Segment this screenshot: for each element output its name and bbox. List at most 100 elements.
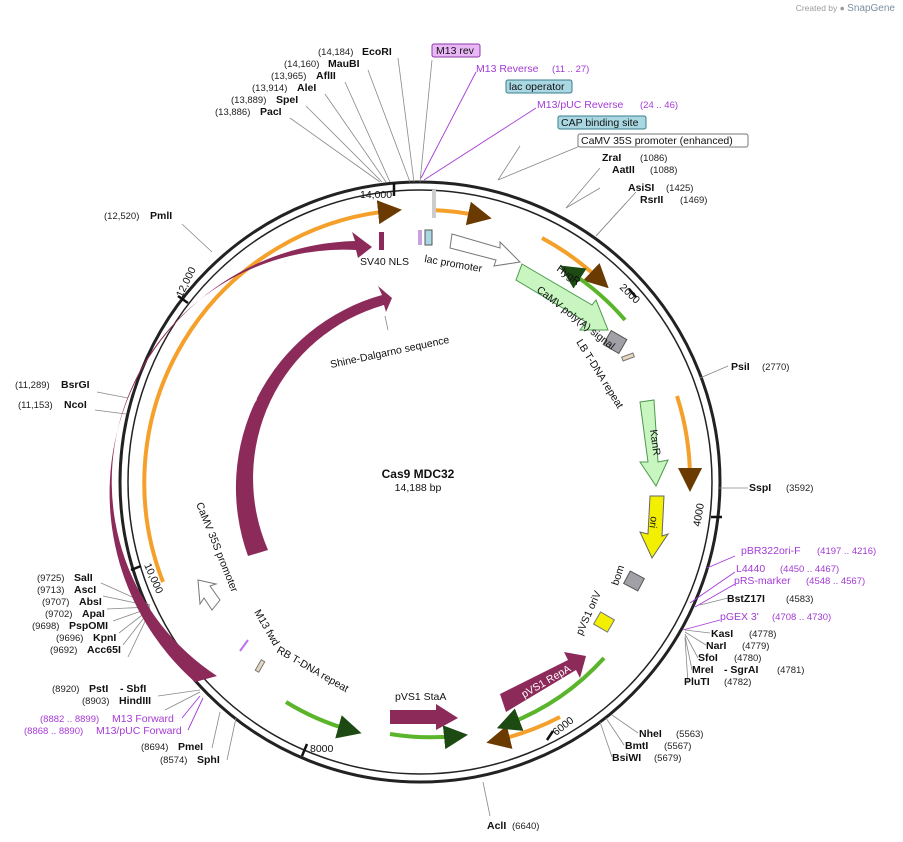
boxed-label-m13-rev[interactable]: M13 rev: [431, 43, 481, 58]
cas9-inner-arrow[interactable]: [235, 286, 392, 556]
site-position: (13,889): [231, 95, 266, 106]
site-label-acli[interactable]: AclI: [487, 820, 506, 832]
site-position: (8920): [52, 684, 79, 695]
site-label-bstz17i[interactable]: BstZ17I: [727, 593, 765, 605]
site-label-psii[interactable]: PsiI: [731, 361, 750, 373]
orf-arcs-green: [284, 265, 627, 750]
primer-leader-lines: [181, 71, 736, 731]
site-label-kpni[interactable]: KpnI: [93, 632, 116, 644]
primer-label[interactable]: L4440: [736, 563, 765, 575]
site-position: (13,886): [215, 107, 250, 118]
primer-range: (4197 .. 4216): [817, 546, 876, 557]
site-label-bmti[interactable]: BmtI: [625, 740, 648, 752]
site-label-sfoi[interactable]: SfoI: [698, 652, 718, 664]
boxed-label-cap-binding-site[interactable]: CAP binding site: [557, 115, 647, 130]
site-position: (5567): [664, 741, 691, 752]
primer-label[interactable]: M13/pUC Reverse: [537, 99, 624, 111]
pvs1-oriv-block: [592, 611, 616, 633]
site-label-ecori[interactable]: EcoRI: [362, 46, 392, 58]
site-label-hindiii[interactable]: HindIII: [119, 695, 151, 707]
site-label-asisi[interactable]: AsiSI: [628, 182, 654, 194]
feature-label-kanr: KanR: [647, 429, 663, 457]
watermark-brand: SnapGene: [847, 3, 895, 14]
site-label-aatii[interactable]: AatII: [612, 164, 635, 176]
primer-label[interactable]: M13 Reverse: [476, 63, 539, 75]
pvs1-staa-arrow[interactable]: [390, 704, 458, 730]
site-label-apai[interactable]: ApaI: [82, 608, 105, 620]
site-label-paci[interactable]: PacI: [260, 106, 282, 118]
site-position: (5679): [654, 753, 681, 764]
site-position: (13,914): [252, 83, 287, 94]
site-label-bsrgi[interactable]: BsrGI: [61, 379, 90, 391]
site-position: (9692): [50, 645, 77, 656]
lac-operator-block: [424, 229, 433, 246]
feature-label-lac-promoter: lac promoter: [423, 253, 483, 275]
site-label-acc65i[interactable]: Acc65I: [87, 644, 121, 656]
svg-text:CaMV 35S promoter (enhanced): CaMV 35S promoter (enhanced): [581, 135, 733, 147]
site-position: (3592): [786, 483, 813, 494]
primer-label[interactable]: pGEX 3': [720, 611, 759, 623]
primer-range: (4708 .. 4730): [772, 612, 831, 623]
hygr-arrow[interactable]: [515, 263, 609, 331]
site-label-zrai[interactable]: ZraI: [602, 152, 621, 164]
pvs1-repa-arrow[interactable]: [500, 652, 586, 712]
feature-label-rb-tdna: RB T-DNA repeat: [275, 644, 351, 695]
kanr-arrow[interactable]: [639, 399, 669, 488]
site-label-absi[interactable]: AbsI: [79, 596, 102, 608]
primer-range: (11 .. 27): [552, 64, 589, 75]
site-label-psti[interactable]: PstI: [89, 683, 108, 695]
snapgene-logo-icon: ●: [839, 3, 845, 13]
site-label-maubi[interactable]: MauBI: [328, 58, 360, 70]
site-position: (13,965): [271, 71, 306, 82]
site-label-sgrai[interactable]: - SgrAI: [724, 664, 759, 676]
plasmid-title: Cas9 MDC32: [382, 467, 455, 481]
site-label-pmli[interactable]: PmlI: [150, 210, 172, 222]
boxed-label-lac-operator[interactable]: lac operator: [505, 79, 573, 94]
primer-label[interactable]: pRS-marker: [734, 575, 791, 587]
site-label-nhei[interactable]: NheI: [639, 728, 662, 740]
lac-promoter-arrow[interactable]: [449, 233, 522, 267]
tick-label: 14,000: [360, 189, 392, 201]
site-label-pluti[interactable]: PluTI: [684, 676, 710, 688]
site-label-asci[interactable]: AscI: [74, 584, 96, 596]
lb-tdna-block: [621, 352, 635, 362]
site-position: (14,184): [318, 47, 353, 58]
primer-range: (24 .. 46): [640, 100, 678, 111]
m13-rev-block: [418, 230, 422, 245]
watermark-prefix: Created by: [795, 3, 838, 13]
site-label-sbfi[interactable]: - SbfI: [120, 683, 146, 695]
site-label-nari[interactable]: NarI: [706, 640, 727, 652]
backbone-inner-ring: [127, 189, 713, 775]
site-label-sphi[interactable]: SphI: [197, 754, 220, 766]
feature-label-sv40-nls: SV40 NLS: [360, 256, 409, 268]
primer-range: (8882 .. 8899): [40, 714, 99, 725]
site-label-ncoi[interactable]: NcoI: [64, 399, 87, 411]
site-position: (9696): [56, 633, 83, 644]
ori-arrow[interactable]: [639, 495, 670, 560]
site-label-kasi[interactable]: KasI: [711, 628, 733, 640]
site-position: (8574): [160, 755, 187, 766]
shine-dalgarno-leader: [384, 315, 389, 331]
primer-label[interactable]: pBR322ori-F: [741, 545, 801, 557]
site-label-pmei[interactable]: PmeI: [178, 741, 203, 753]
site-label-aflii[interactable]: AflII: [316, 70, 336, 82]
primer-label[interactable]: M13 Forward: [112, 713, 174, 725]
site-label-alei[interactable]: AleI: [297, 82, 316, 94]
plasmid-length: 14,188 bp: [395, 482, 442, 494]
site-position: (4781): [777, 665, 804, 676]
sv40-nls-block[interactable]: [379, 232, 384, 250]
site-label-mrei[interactable]: MreI: [692, 664, 714, 676]
boxed-label-camv-35s-enhanced[interactable]: CaMV 35S promoter (enhanced): [577, 133, 749, 148]
site-label-rsrii[interactable]: RsrII: [640, 194, 663, 206]
primer-label[interactable]: M13/pUC Forward: [96, 725, 182, 737]
site-label-spei[interactable]: SpeI: [276, 94, 298, 106]
camv-35s-promoter-arrow[interactable]: [197, 579, 221, 611]
site-label-sspi[interactable]: SspI: [749, 482, 771, 494]
feature-label-pvs1-staa: pVS1 StaA: [395, 691, 446, 703]
site-label-bsiwi[interactable]: BsiWI: [612, 752, 641, 764]
site-label-sali[interactable]: SalI: [74, 572, 93, 584]
site-position: (2770): [762, 362, 789, 373]
primer-range: (4548 .. 4567): [806, 576, 865, 587]
site-label-pspomi[interactable]: PspOMI: [69, 620, 108, 632]
